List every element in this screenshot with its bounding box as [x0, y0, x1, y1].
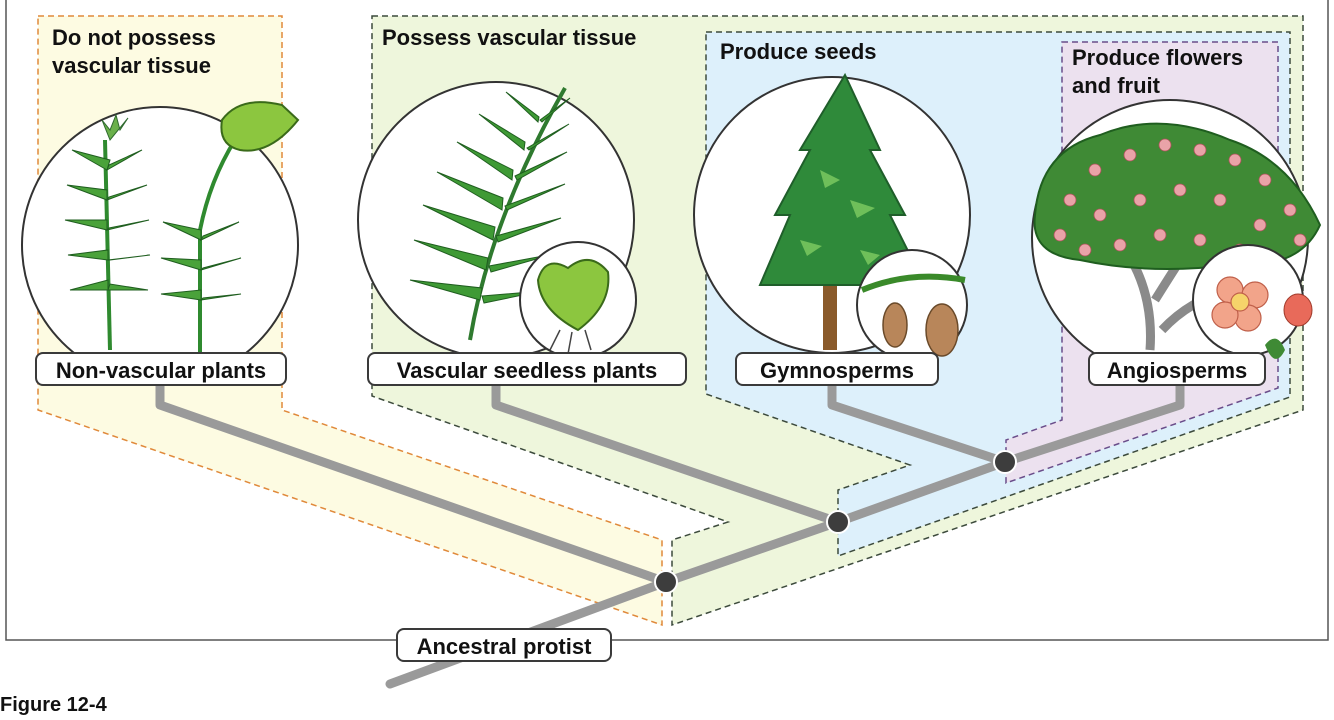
angiosperm-illustration [1031, 99, 1322, 377]
non-vascular-plants-label: Non-vascular plants [35, 352, 287, 386]
gymnosperms-label: Gymnosperms [735, 352, 939, 386]
flowers-region-label: Produce flowers and fruit [1072, 45, 1244, 98]
gymnosperm-branch [827, 380, 1010, 467]
gymnosperm-illustration [693, 72, 971, 361]
node-vascular [654, 570, 678, 594]
branch-nodes [654, 450, 1017, 594]
fern-illustration [357, 81, 637, 359]
ancestral-protist-label: Ancestral protist [396, 628, 612, 662]
vascular-region-label: Possess vascular tissue [382, 25, 637, 50]
node-seeds [826, 510, 850, 534]
figure-frame [5, 0, 1329, 641]
node-flowers [993, 450, 1017, 474]
seedless-branch [491, 380, 843, 527]
non-vascular-branch [155, 380, 671, 587]
vascular-seedless-plants-label: Vascular seedless plants [367, 352, 687, 386]
moss-illustration [21, 101, 300, 384]
figure-caption: Figure 12-4 [0, 694, 107, 716]
angiosperms-label: Angiosperms [1088, 352, 1266, 386]
seeds-region-label: Produce seeds [720, 39, 877, 64]
non-vascular-region-label: Do not possess vascular tissue [52, 25, 216, 78]
angiosperm-branch [1000, 380, 1185, 467]
